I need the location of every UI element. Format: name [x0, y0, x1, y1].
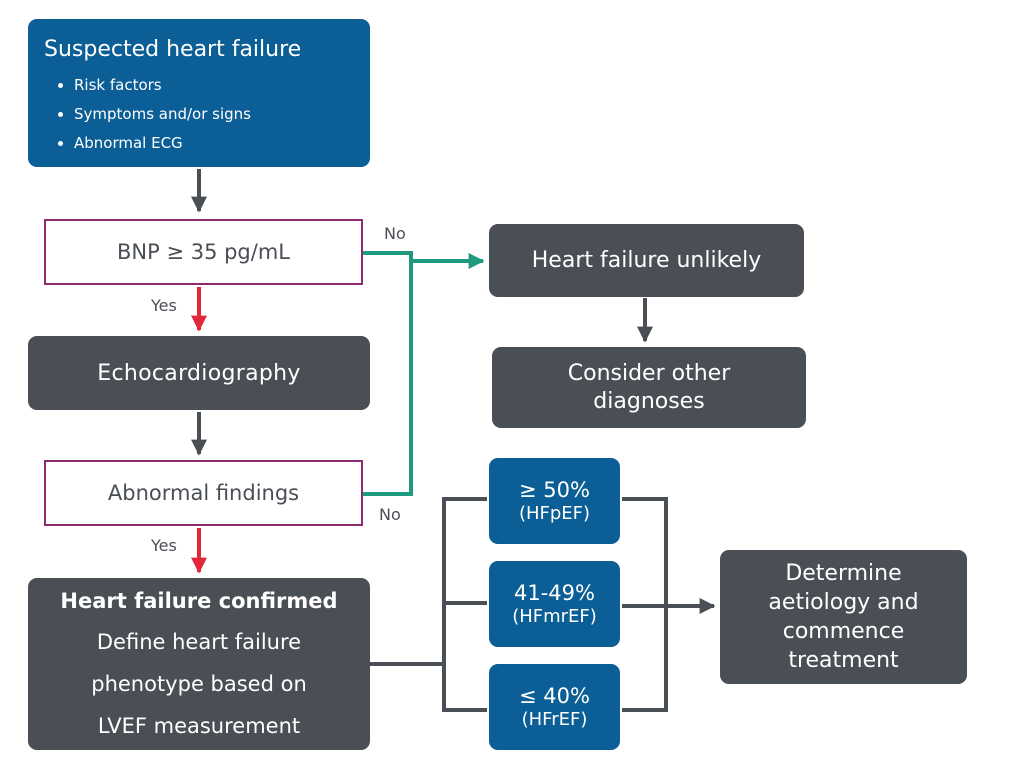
no-label: No	[379, 505, 401, 524]
heart-failure-confirmed-box: Heart failure confirmed Define heart fai…	[28, 578, 370, 750]
ef-type: (HFmrEF)	[512, 606, 597, 627]
suspected-criteria-list: Risk factors Symptoms and/or signs Abnor…	[44, 71, 251, 158]
echocardiography-box: Echocardiography	[28, 336, 370, 410]
list-item: Abnormal ECG	[74, 129, 251, 158]
other-line: Consider other	[567, 360, 731, 386]
connector-abnormal-no	[363, 260, 413, 496]
ef-value: ≤ 40%	[519, 684, 590, 708]
other-line: diagnoses	[593, 388, 705, 414]
determine-line: aetiology and	[768, 590, 919, 615]
determine-line: Determine	[785, 561, 902, 586]
ef-value: ≥ 50%	[519, 478, 590, 502]
unlikely-label: Heart failure unlikely	[531, 248, 762, 273]
yes-label: Yes	[151, 296, 177, 315]
ef-box-preserved: ≥ 50% (HFpEF)	[489, 458, 620, 544]
echo-label: Echocardiography	[97, 360, 301, 386]
determine-aetiology-box: Determine aetiology and commence treatme…	[720, 550, 967, 684]
ef-value: 41-49%	[514, 581, 595, 605]
bnp-label: BNP ≥ 35 pg/mL	[116, 240, 290, 264]
confirmed-line: Define heart failure	[96, 630, 302, 654]
list-item: Risk factors	[74, 71, 251, 100]
connector-bnp-no	[363, 251, 413, 260]
confirmed-line: LVEF measurement	[97, 714, 301, 738]
list-item: Symptoms and/or signs	[74, 100, 251, 129]
confirmed-line: phenotype based on	[91, 672, 307, 696]
ef-box-mildly-reduced: 41-49% (HFmrEF)	[489, 561, 620, 647]
confirmed-title: Heart failure confirmed	[60, 589, 338, 613]
abnormal-findings-box: Abnormal findings	[44, 460, 363, 526]
consider-other-diagnoses-box: Consider other diagnoses	[492, 347, 806, 428]
abnormal-label: Abnormal findings	[107, 481, 300, 505]
no-label: No	[384, 224, 406, 243]
bnp-decision-box: BNP ≥ 35 pg/mL	[44, 219, 363, 285]
determine-line: commence	[782, 619, 905, 644]
ef-type: (HFrEF)	[521, 709, 588, 730]
yes-label: Yes	[151, 536, 177, 555]
ef-type: (HFpEF)	[518, 503, 591, 524]
heart-failure-unlikely-box: Heart failure unlikely	[489, 224, 804, 297]
determine-line: treatment	[788, 648, 899, 673]
suspected-title: Suspected heart failure	[44, 37, 302, 62]
ef-box-reduced: ≤ 40% (HFrEF)	[489, 664, 620, 750]
suspected-heart-failure-box: Suspected heart failure Risk factors Sym…	[28, 19, 370, 167]
